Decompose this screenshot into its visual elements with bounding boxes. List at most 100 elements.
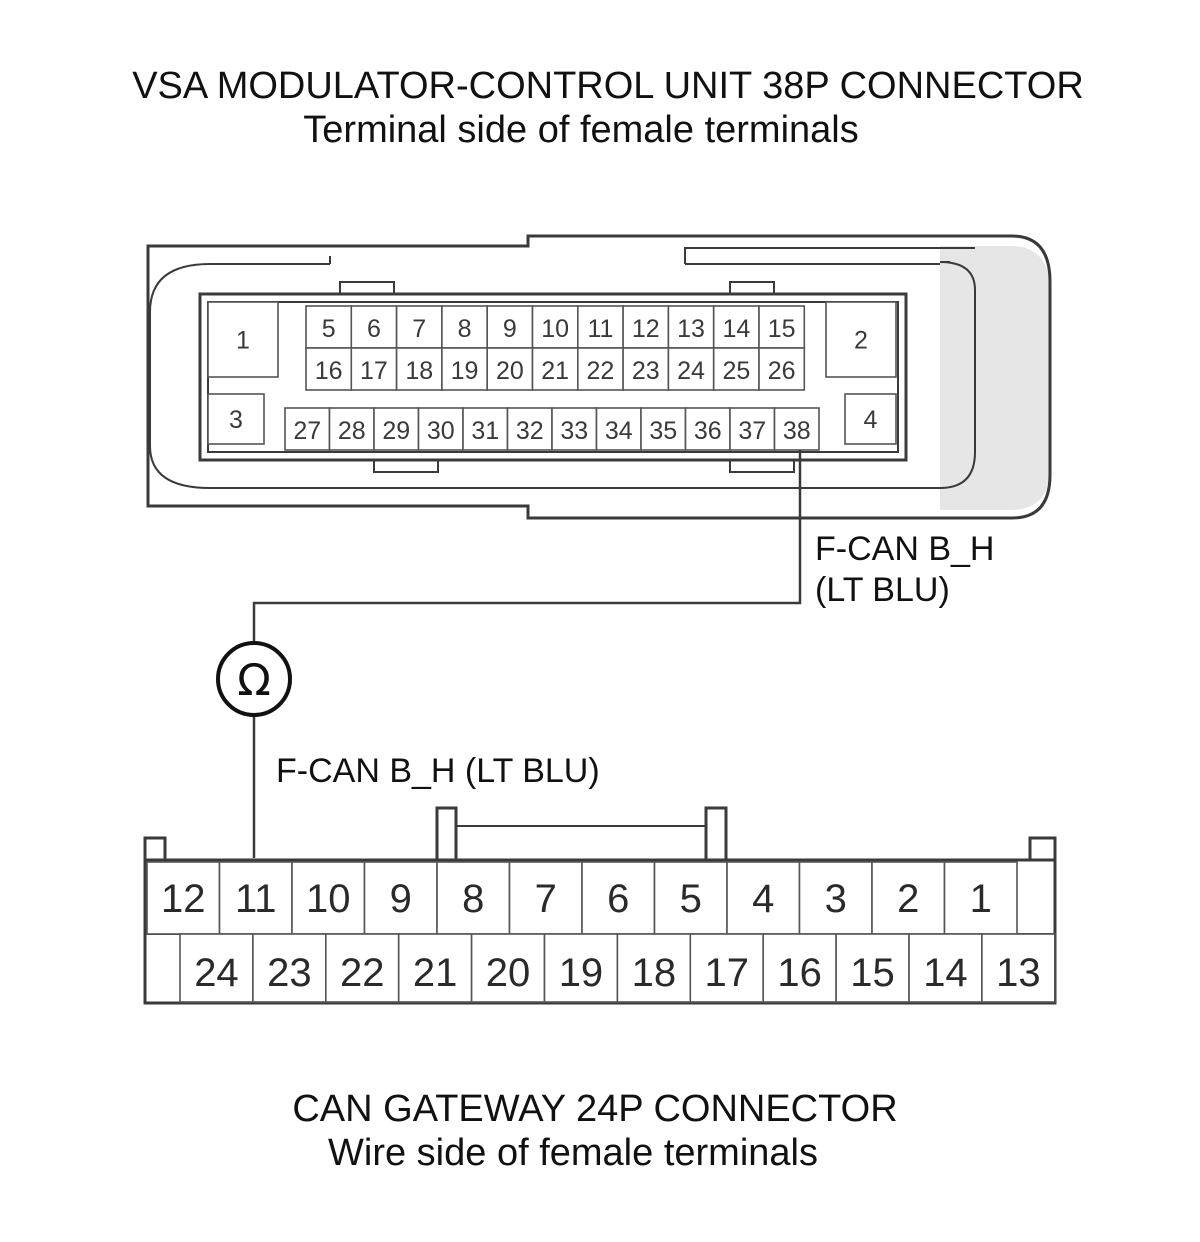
top-wire-label: F-CAN B_H [815, 530, 994, 568]
pin-36: 36 [684, 407, 731, 451]
pin-18-cell [395, 347, 443, 391]
pin-23-label: 23 [632, 357, 660, 385]
pin-b9-cell [363, 861, 438, 935]
pin-9-label: 9 [503, 315, 517, 343]
pin-b3-label: 3 [825, 877, 847, 921]
pin-b16: 16 [762, 933, 837, 1003]
pin-1-label: 1 [236, 327, 250, 355]
pin-31-label: 31 [471, 417, 499, 445]
pin-b24-label: 24 [194, 951, 239, 995]
wire-upper-segment [252, 450, 802, 644]
pin-24-cell [667, 347, 715, 391]
pin-37: 37 [729, 407, 776, 451]
bottom-key-tab-left [373, 459, 439, 473]
pin-b3-cell [798, 861, 873, 935]
pin-23: 23 [622, 347, 670, 391]
pin-2-cell [825, 301, 897, 378]
pin-27-label: 27 [293, 417, 321, 445]
pin-b13-label: 13 [996, 951, 1041, 995]
pin-30-label: 30 [427, 417, 455, 445]
pin-5-cell [305, 305, 353, 349]
pin-b22-label: 22 [340, 951, 385, 995]
pin-b2: 2 [871, 861, 946, 935]
pin-26-cell [758, 347, 806, 391]
pin-26-label: 26 [768, 357, 796, 385]
pin-b3: 3 [798, 861, 873, 935]
pin-22-label: 22 [587, 357, 615, 385]
pin-b5-cell [653, 861, 728, 935]
pin-8-label: 8 [458, 315, 472, 343]
pin-3: 3 [207, 393, 265, 445]
pin-17-label: 17 [360, 357, 388, 385]
pin-16-label: 16 [315, 357, 343, 385]
pin-b12: 12 [146, 861, 221, 935]
bottom-key-tab-right [729, 459, 795, 473]
pin-26: 26 [758, 347, 806, 391]
pin-12-label: 12 [632, 315, 660, 343]
pin-18: 18 [395, 347, 443, 391]
pin-7-label: 7 [412, 315, 426, 343]
pin-b8-label: 8 [462, 877, 484, 921]
pin-b11: 11 [218, 861, 293, 935]
pin-3-cell [207, 393, 265, 445]
top-connector-inner-rim [149, 247, 976, 489]
pin-5: 5 [305, 305, 353, 349]
pin-17-cell [350, 347, 398, 391]
pin-b19-label: 19 [559, 951, 604, 995]
pin-b13: 13 [981, 933, 1056, 1003]
pin-b18-label: 18 [632, 951, 677, 995]
pin-b10-cell [291, 861, 366, 935]
pin-32-label: 32 [516, 417, 544, 445]
pin-13: 13 [667, 305, 715, 349]
pin-b6-cell [581, 861, 656, 935]
pin-31-cell [462, 407, 509, 451]
pin-37-label: 37 [738, 417, 766, 445]
pin-b20-cell [470, 933, 546, 1003]
pin-b12-label: 12 [161, 877, 206, 921]
ohmmeter-symbol [216, 641, 292, 717]
pin-4-label: 4 [864, 406, 878, 434]
pin-b1-cell [943, 861, 1018, 935]
pin-15: 15 [758, 305, 806, 349]
pin-b21-cell [397, 933, 473, 1003]
pin-b14: 14 [908, 933, 983, 1003]
pin-32-cell [506, 407, 553, 451]
pin-b6-label: 6 [607, 877, 629, 921]
pin-33: 33 [551, 407, 598, 451]
pin-33-label: 33 [560, 417, 588, 445]
top-key-tab-right [729, 281, 775, 295]
pin-14: 14 [712, 305, 760, 349]
pin-24: 24 [667, 347, 715, 391]
pin-6-label: 6 [367, 315, 381, 343]
pin-20-label: 20 [496, 357, 524, 385]
pin-38-label: 38 [783, 417, 811, 445]
pin-b18: 18 [616, 933, 692, 1003]
pin-20: 20 [486, 347, 534, 391]
pin-34: 34 [595, 407, 642, 451]
pin-22: 22 [576, 347, 624, 391]
pin-b7-cell [508, 861, 583, 935]
pin-27: 27 [284, 407, 331, 451]
pin-11-label: 11 [587, 315, 613, 343]
top-connector-title: VSA MODULATOR-CONTROL UNIT 38P CONNECTOR [132, 65, 1084, 107]
pin-1-cell [207, 301, 279, 378]
pin-17: 17 [350, 347, 398, 391]
top-connector-latch-shade [940, 246, 1050, 510]
pin-29: 29 [373, 407, 420, 451]
pin-9: 9 [486, 305, 534, 349]
pin-10: 10 [531, 305, 579, 349]
ohm-icon: Ω [237, 655, 271, 706]
pin-13-label: 13 [677, 315, 705, 343]
pin-b21-label: 21 [413, 951, 458, 995]
pin-8: 8 [441, 305, 488, 349]
pin-19-label: 19 [451, 357, 479, 385]
pin-b11-label: 11 [235, 877, 277, 921]
pin-34-label: 34 [605, 417, 633, 445]
pin-28-cell [328, 407, 375, 451]
pin-b17: 17 [689, 933, 764, 1003]
pin-7-cell [395, 305, 443, 349]
pin-b17-cell [689, 933, 764, 1003]
pin-2: 2 [825, 301, 897, 378]
